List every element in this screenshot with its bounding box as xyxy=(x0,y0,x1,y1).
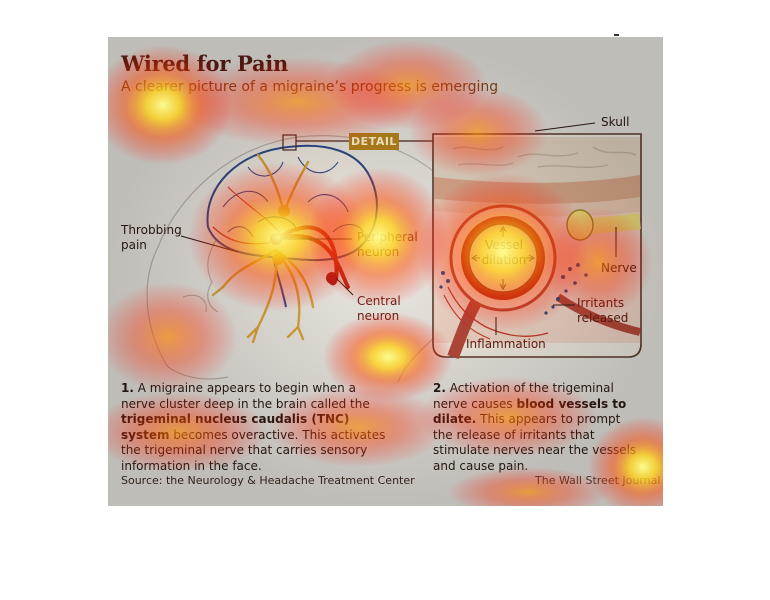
skull-layer xyxy=(434,137,640,183)
label-vessel-dilation: Vessel dilation xyxy=(481,238,527,267)
infographic-panel: Wired for Pain A clearer picture of a mi… xyxy=(108,37,663,506)
label-central-neuron: Central neuron xyxy=(357,294,401,323)
step-2-paragraph: 2. Activation of the trigeminal nerve ca… xyxy=(433,381,643,474)
yellow-neuron-node xyxy=(278,205,290,217)
yellow-neuron-node xyxy=(272,253,284,265)
publisher-credit: The Wall Street Journal xyxy=(535,474,661,487)
step-1-paragraph: 1. A migraine appears to begin when a ne… xyxy=(121,381,391,474)
nerve-end xyxy=(566,209,594,241)
detail-tag: DETAIL xyxy=(349,133,399,150)
step-1-text: A migraine appears to begin when a nerve… xyxy=(121,381,370,411)
step-1-number: 1. xyxy=(121,381,134,395)
step-2-number: 2. xyxy=(433,381,446,395)
label-inflammation: Inflammation xyxy=(466,337,546,351)
label-peripheral-neuron: Peripheral neuron xyxy=(357,230,418,259)
brain-outline xyxy=(206,144,378,262)
label-nerve: Nerve xyxy=(601,261,637,275)
brain-diagram xyxy=(206,144,378,308)
corner-mark xyxy=(614,34,619,36)
page-title: Wired for Pain xyxy=(121,51,288,76)
source-note: Source: the Neurology & Headache Treatme… xyxy=(121,474,415,487)
peripheral-neuron-node xyxy=(270,233,282,245)
label-irritants-released: Irritants released xyxy=(577,296,629,325)
label-throbbing-pain: Throbbing pain xyxy=(121,223,182,252)
label-skull: Skull xyxy=(601,115,630,129)
page-subtitle: A clearer picture of a migraine’s progre… xyxy=(121,79,499,95)
